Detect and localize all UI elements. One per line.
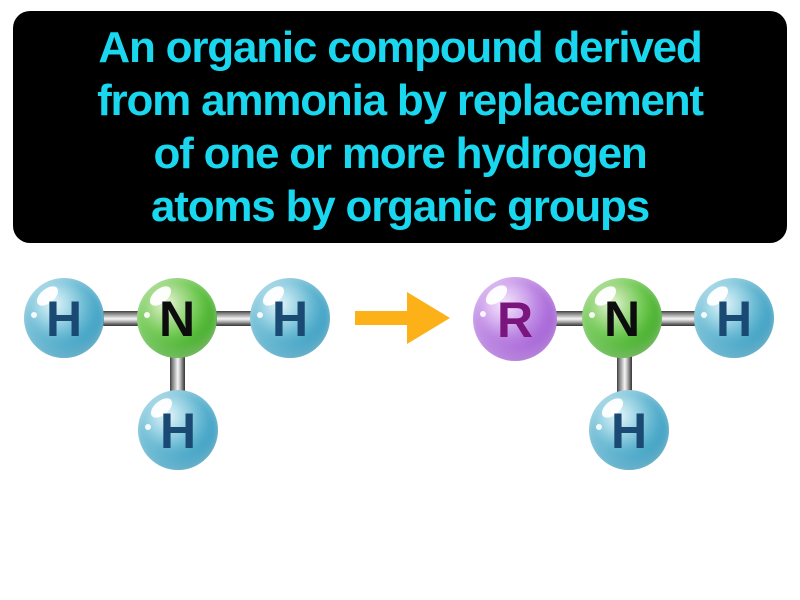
atom-hydrogen: H: [24, 278, 104, 358]
atom-symbol: H: [610, 403, 648, 459]
definition-line-1: An organic compound derived: [98, 23, 702, 72]
atom-symbol: R: [496, 292, 534, 348]
atom-hydrogen: H: [250, 278, 330, 358]
definition-line-3: of one or more hydrogen: [153, 129, 647, 178]
atom-symbol: H: [271, 291, 309, 347]
atom-symbol: H: [715, 291, 753, 347]
atom-nitrogen: N: [582, 278, 662, 358]
atom-symbol: H: [159, 403, 197, 459]
atom-symbol: N: [158, 291, 196, 347]
definition-line-2: from ammonia by replacement: [97, 76, 704, 125]
atom-symbol: N: [603, 291, 641, 347]
atom-hydrogen: H: [589, 390, 669, 470]
definition-line-4: atoms by organic groups: [150, 182, 650, 231]
atom-hydrogen: H: [138, 390, 218, 470]
atom-hydrogen: H: [694, 278, 774, 358]
atom-r-group: R: [473, 277, 557, 361]
definition-panel: An organic compound derived from ammonia…: [13, 11, 787, 243]
atom-symbol: H: [45, 291, 83, 347]
arrow-right-icon: [355, 292, 450, 344]
atom-nitrogen: N: [137, 278, 217, 358]
